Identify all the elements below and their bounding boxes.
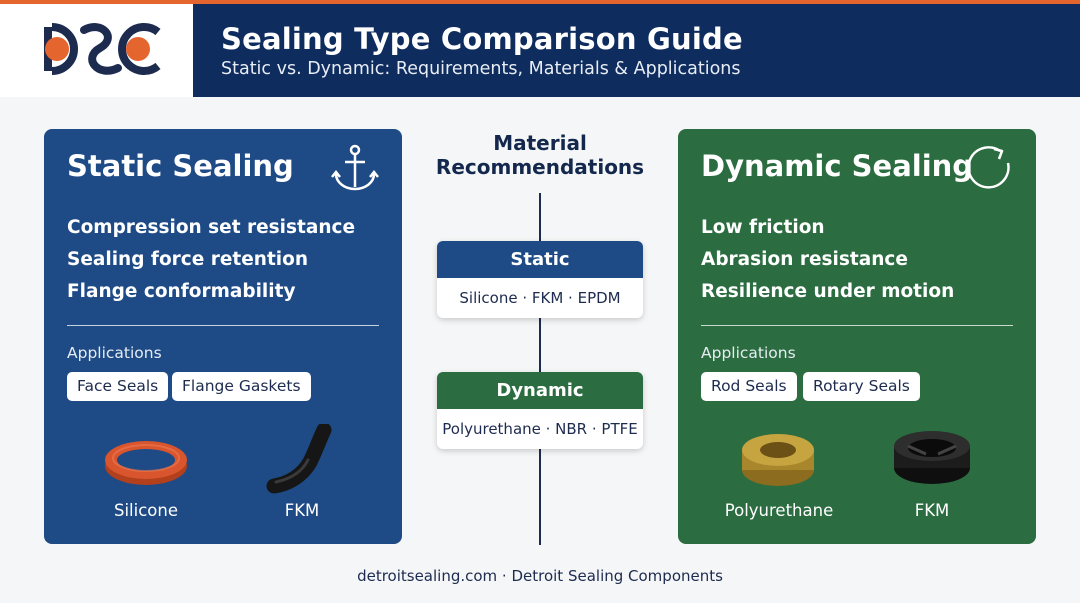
application-chip-rotary-seals: Rotary Seals xyxy=(803,372,920,401)
dynamic-material-label: Polyurethane xyxy=(724,501,834,520)
static-requirement: Compression set resistance xyxy=(67,217,356,238)
divider xyxy=(701,325,1013,326)
static-requirement: Sealing force retention xyxy=(67,249,309,270)
dynamic-material-label: FKM xyxy=(914,501,950,520)
recommendations-title-line1: Material xyxy=(493,131,587,155)
dynamic-requirement: Resilience under motion xyxy=(701,281,955,302)
static-recommendation-header: Static xyxy=(437,241,643,278)
page-title: Sealing Type Comparison Guide xyxy=(221,22,743,56)
dynamic-requirement: Low friction xyxy=(701,217,825,238)
rotate-icon xyxy=(967,146,1010,189)
dynamic-panel-title: Dynamic Sealing xyxy=(701,149,974,183)
dynamic-applications-label: Applications xyxy=(701,344,796,362)
dynamic-requirement: Abrasion resistance xyxy=(701,249,908,270)
static-panel-title: Static Sealing xyxy=(67,149,294,183)
static-requirement: Flange conformability xyxy=(67,281,296,302)
static-material-label: Silicone xyxy=(113,501,178,520)
dynamic-sealing-panel: Dynamic Sealing Low friction Abrasion re… xyxy=(678,129,1036,544)
fkm-rotary-seal-image xyxy=(894,431,970,484)
dynamic-recommendation-header: Dynamic xyxy=(437,372,643,409)
recommendations-title: Material Recommendations xyxy=(420,131,660,179)
fkm-cord-image xyxy=(266,424,332,494)
polyurethane-seal-image xyxy=(742,434,814,486)
header-banner: Sealing Type Comparison Guide Static vs.… xyxy=(193,4,1080,97)
divider xyxy=(67,325,379,326)
footer-text: detroitsealing.com · Detroit Sealing Com… xyxy=(357,567,723,585)
dynamic-recommendation-materials: Polyurethane · NBR · PTFE xyxy=(442,420,638,438)
top-accent-line xyxy=(0,0,1080,4)
logo-area xyxy=(0,4,193,97)
dynamic-recommendation-card: Dynamic Polyurethane · NBR · PTFE xyxy=(437,372,643,449)
page-subtitle: Static vs. Dynamic: Requirements, Materi… xyxy=(221,59,741,79)
company-logo xyxy=(44,23,161,75)
static-material-label: FKM xyxy=(284,501,320,520)
application-chip-face-seals: Face Seals xyxy=(67,372,169,401)
static-recommendation-card: Static Silicone · FKM · EPDM xyxy=(437,241,643,318)
center-divider-line xyxy=(539,193,541,545)
recommendations-title-line2: Recommendations xyxy=(435,155,645,179)
application-chip-flange-gaskets: Flange Gaskets xyxy=(172,372,311,401)
static-recommendation-materials: Silicone · FKM · EPDM xyxy=(459,289,621,307)
silicone-o-ring-image xyxy=(105,441,187,485)
application-chip-rod-seals: Rod Seals xyxy=(701,372,797,401)
anchor-icon xyxy=(331,144,379,191)
static-sealing-panel: Static Sealing Compression set resistanc… xyxy=(44,129,402,544)
static-applications-label: Applications xyxy=(67,344,162,362)
